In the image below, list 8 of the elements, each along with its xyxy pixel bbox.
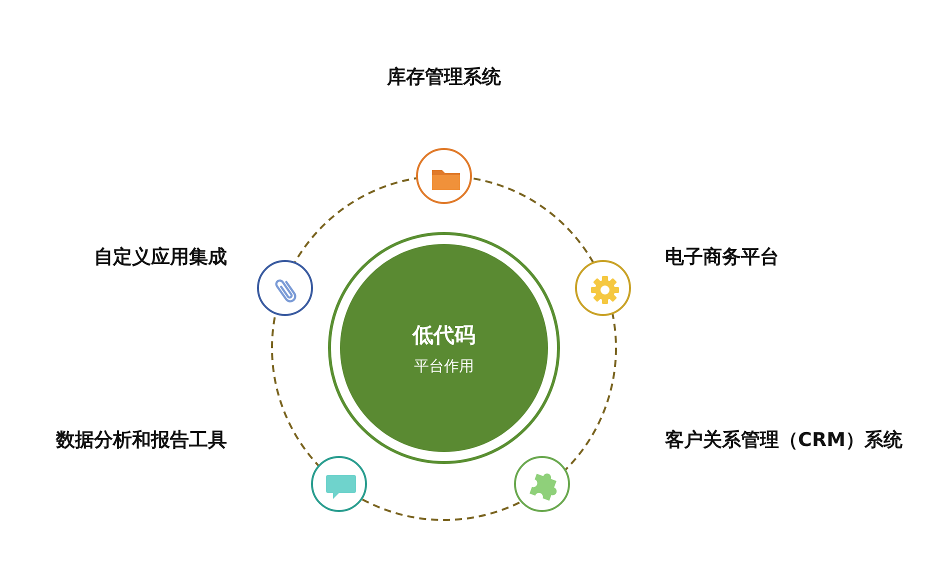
item-caption: 数据分析和报告工具 [56, 428, 227, 452]
item-caption: 客户关系管理（CRM）系统 [665, 428, 902, 452]
center-subtitle: 平台作用 [414, 356, 474, 376]
item-caption: 自定义应用集成 [94, 245, 227, 269]
center-title: 低代码 [412, 322, 476, 348]
icon-circle [311, 456, 367, 512]
item-caption: 库存管理系统 [387, 65, 501, 89]
item-caption: 电子商务平台 [665, 245, 779, 269]
